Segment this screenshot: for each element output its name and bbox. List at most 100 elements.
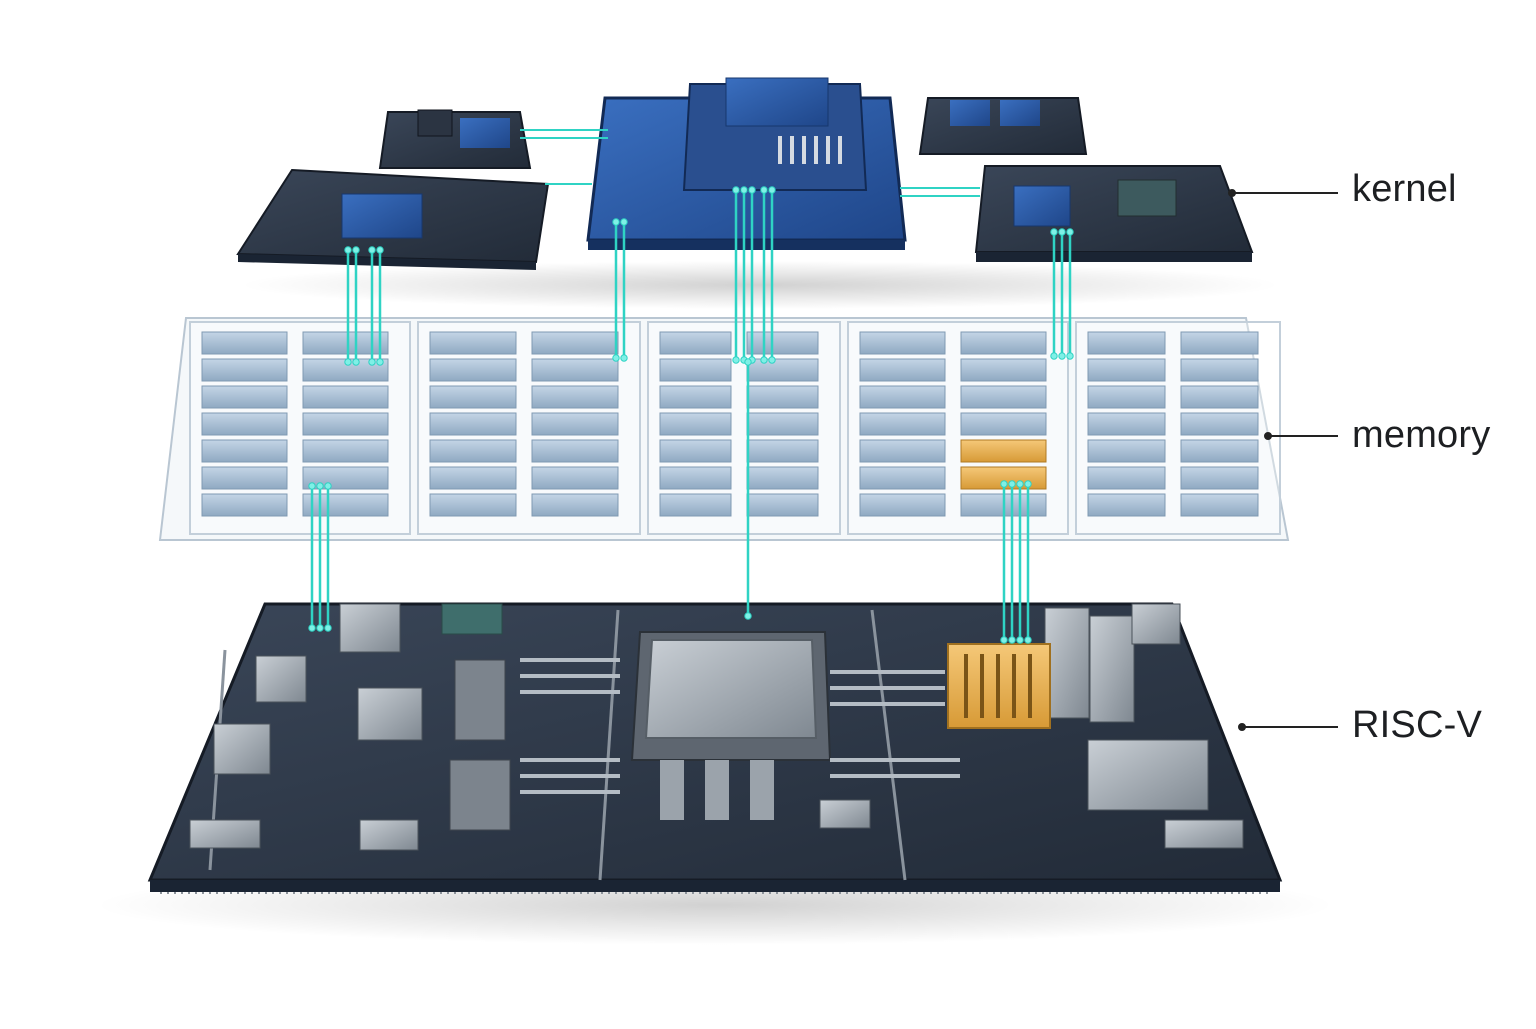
interconnect-node	[1024, 636, 1032, 644]
riscv-cpu-chip	[630, 631, 832, 820]
memory-cell	[960, 412, 1047, 436]
interconnect-node	[732, 356, 740, 364]
leader-dot-memory	[1264, 432, 1272, 440]
interconnect-node	[1058, 228, 1066, 236]
memory-cell	[1087, 412, 1166, 436]
riscv-label: RISC-V	[1352, 704, 1482, 746]
interconnect-node	[744, 612, 752, 620]
memory-cell	[302, 358, 389, 382]
interconnect-lines	[308, 186, 1074, 644]
interconnect-node	[1058, 352, 1066, 360]
memory-cell	[429, 358, 517, 382]
memory-cell	[1180, 439, 1259, 463]
leader-dot-riscv	[1238, 723, 1246, 731]
memory-cell	[659, 493, 732, 517]
memory-label: memory	[1352, 414, 1491, 456]
interconnect-node	[1024, 480, 1032, 488]
memory-cell	[531, 466, 619, 490]
memory-cell	[531, 385, 619, 409]
kernel-horizontal-links	[520, 129, 980, 197]
memory-bank	[417, 321, 641, 535]
riscv-layer	[95, 602, 1335, 945]
memory-cell	[302, 466, 389, 490]
interconnect-node	[1000, 480, 1008, 488]
riscv-left-components	[189, 603, 620, 851]
interconnect-node	[1066, 352, 1074, 360]
interconnect-node	[344, 358, 352, 366]
kernel-board-left-front	[236, 168, 550, 270]
memory-cell	[1087, 466, 1166, 490]
memory-bank	[1075, 321, 1281, 535]
interconnect-node	[1050, 352, 1058, 360]
memory-cell	[659, 358, 732, 382]
memory-bank	[847, 321, 1069, 535]
memory-cell	[302, 439, 389, 463]
memory-bank	[189, 321, 411, 535]
interconnect-node	[760, 356, 768, 364]
memory-cell	[659, 466, 732, 490]
interconnect-node	[344, 246, 352, 254]
memory-layer	[158, 317, 1290, 541]
memory-cell	[960, 358, 1047, 382]
memory-cell	[201, 331, 288, 355]
interconnect-node	[368, 358, 376, 366]
memory-cell	[429, 385, 517, 409]
interconnect-node	[316, 482, 324, 490]
interconnect-node	[612, 354, 620, 362]
interconnect-node	[732, 186, 740, 194]
memory-cell	[201, 493, 288, 517]
interconnect-node	[316, 624, 324, 632]
interconnect-node	[740, 186, 748, 194]
interconnect-node	[760, 186, 768, 194]
memory-cell	[859, 385, 946, 409]
interconnect-node	[1066, 228, 1074, 236]
interconnect-node	[620, 218, 628, 226]
memory-banks	[189, 321, 1281, 535]
memory-cell	[302, 385, 389, 409]
memory-cell	[429, 412, 517, 436]
kernel-shadow	[240, 261, 1280, 309]
interconnect-node	[368, 246, 376, 254]
memory-cell	[1180, 331, 1259, 355]
interconnect-node	[376, 246, 384, 254]
memory-cell	[746, 439, 819, 463]
interconnect-node	[1008, 480, 1016, 488]
memory-cell	[429, 466, 517, 490]
memory-cell	[746, 466, 819, 490]
memory-cell	[746, 412, 819, 436]
memory-cell	[1180, 385, 1259, 409]
interconnect-node	[768, 186, 776, 194]
interconnect-node	[620, 354, 628, 362]
interconnect-node	[308, 624, 316, 632]
memory-cell	[531, 412, 619, 436]
interconnect-node	[612, 218, 620, 226]
memory-cell-highlighted	[960, 439, 1047, 463]
memory-cell	[960, 331, 1047, 355]
interconnect-node	[744, 358, 752, 366]
memory-cell	[859, 331, 946, 355]
leader-dot-kernel	[1228, 189, 1236, 197]
interconnect-node	[748, 186, 756, 194]
memory-cell	[746, 358, 819, 382]
memory-cell	[201, 358, 288, 382]
memory-cell	[1087, 331, 1166, 355]
interconnect-node	[376, 358, 384, 366]
memory-cell	[302, 331, 389, 355]
memory-cell	[201, 412, 288, 436]
memory-cell	[531, 331, 619, 355]
riscv-board-edge	[150, 880, 1280, 892]
memory-cell	[859, 412, 946, 436]
interconnect-node	[1016, 636, 1024, 644]
memory-cell	[201, 466, 288, 490]
interconnect-node	[1016, 480, 1024, 488]
memory-cell	[746, 331, 819, 355]
interconnect-node	[352, 358, 360, 366]
memory-cell	[746, 385, 819, 409]
interconnect-node	[1008, 636, 1016, 644]
memory-cell	[859, 358, 946, 382]
memory-bank	[647, 321, 841, 535]
memory-cell	[1180, 493, 1259, 517]
memory-cell	[429, 493, 517, 517]
memory-cell	[1087, 493, 1166, 517]
memory-cell	[859, 493, 946, 517]
